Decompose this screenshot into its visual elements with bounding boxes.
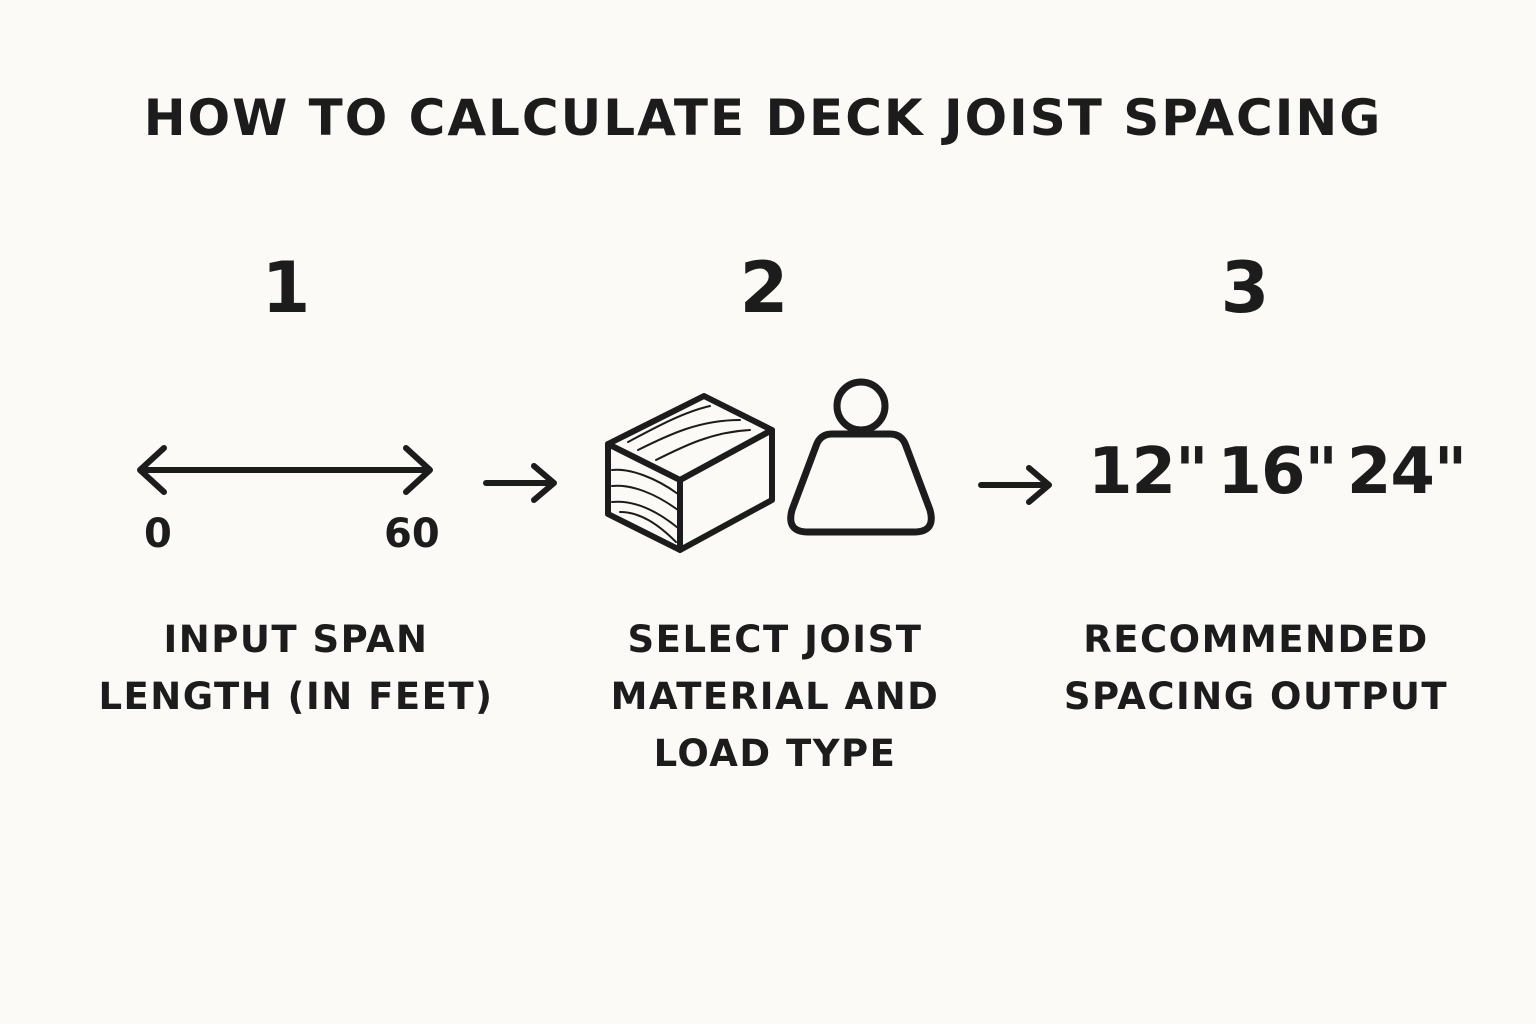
lumber-block-icon (605, 393, 775, 553)
arrow-right-icon (483, 463, 557, 503)
spacing-value-16: 16" (1217, 435, 1337, 509)
caption-line: SELECT JOIST (627, 618, 923, 661)
double-arrow-icon (137, 445, 433, 495)
step-2-caption: SELECT JOIST MATERIAL AND LOAD TYPE (565, 611, 985, 782)
caption-line: SPACING OUTPUT (1063, 675, 1449, 718)
step-1-number: 1 (261, 247, 311, 329)
caption-line: LENGTH (IN FEET) (98, 675, 494, 718)
step-3-caption: RECOMMENDED SPACING OUTPUT (1046, 611, 1466, 725)
caption-line: MATERIAL AND (610, 675, 940, 718)
caption-line: LOAD TYPE (653, 732, 897, 775)
step-1-caption: INPUT SPAN LENGTH (IN FEET) (86, 611, 506, 725)
caption-line: INPUT SPAN (163, 618, 429, 661)
spacing-value-24: 24" (1346, 435, 1467, 509)
spacing-value-12: 12" (1088, 435, 1208, 509)
scale-min-label: 0 (144, 511, 172, 557)
weight-icon (787, 378, 935, 536)
arrow-right-icon (978, 465, 1052, 505)
scale-max-label: 60 (384, 511, 440, 557)
caption-line: RECOMMENDED (1083, 618, 1429, 661)
step-2-number: 2 (739, 247, 789, 329)
step-3-number: 3 (1220, 247, 1270, 329)
spacing-output-values: 12"16"24" (1088, 432, 1467, 512)
diagram-title: HOW TO CALCULATE DECK JOIST SPACING (143, 89, 1383, 147)
